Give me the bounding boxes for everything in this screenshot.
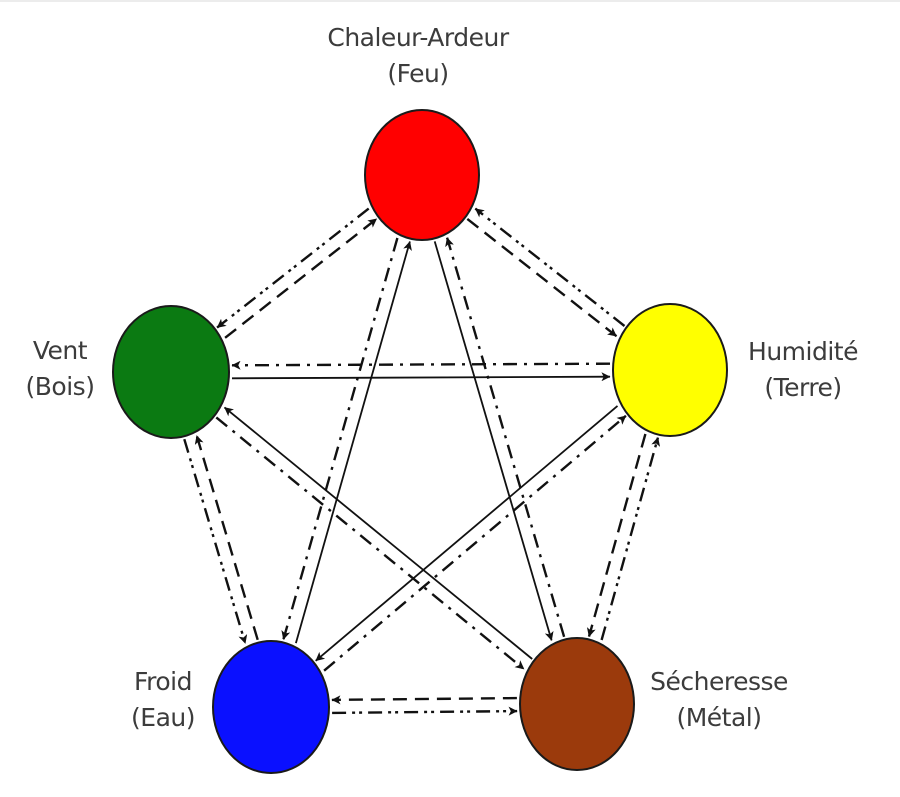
- edge-terre-to-bois: [231, 360, 611, 370]
- edge-bois-to-feu: [224, 217, 378, 339]
- edge-feu-to-bois: [216, 207, 370, 329]
- edge-terre-to-metal: [586, 433, 647, 638]
- node-element-feu: (Feu): [387, 59, 449, 88]
- edge-bois-to-terre: [231, 372, 611, 382]
- node-name-terre: Humidité: [748, 337, 858, 366]
- node-label-feu: Chaleur-Ardeur (Feu): [327, 20, 509, 92]
- edge-metal-to-terre: [600, 436, 661, 641]
- node-name-metal: Sécheresse: [650, 667, 788, 696]
- edge-metal-to-eau: [331, 695, 517, 705]
- top-border: [0, 0, 900, 2]
- edge-terre-to-eau: [315, 405, 619, 662]
- node-name-feu: Chaleur-Ardeur: [327, 23, 509, 52]
- node-label-bois: Vent (Bois): [26, 333, 95, 405]
- node-element-metal: (Métal): [676, 703, 762, 732]
- edge-bois-to-metal: [215, 416, 525, 671]
- edge-eau-to-feu: [295, 241, 412, 644]
- node-circle-eau: [212, 640, 330, 774]
- edge-eau-to-terre: [323, 414, 627, 672]
- node-label-eau: Froid (Eau): [131, 664, 195, 736]
- node-label-metal: Sécheresse (Métal): [650, 664, 788, 736]
- node-circle-terre: [612, 303, 728, 437]
- node-element-bois: (Bois): [25, 372, 95, 401]
- edge-bois-to-eau: [183, 438, 248, 644]
- edge-metal-to-bois: [223, 406, 533, 660]
- nodes-layer: [112, 109, 728, 774]
- edge-eau-to-bois: [194, 435, 259, 641]
- node-name-bois: Vent: [32, 336, 88, 365]
- node-label-terre: Humidité (Terre): [748, 334, 858, 406]
- node-circle-metal: [519, 637, 635, 771]
- edge-eau-to-metal: [332, 706, 518, 716]
- node-circle-bois: [112, 305, 230, 439]
- edge-feu-to-eau: [281, 237, 399, 640]
- edges-layer: [183, 207, 661, 716]
- node-element-eau: (Eau): [131, 703, 195, 732]
- node-circle-feu: [364, 109, 480, 241]
- edge-metal-to-feu: [445, 237, 566, 638]
- edge-feu-to-metal: [433, 241, 554, 641]
- node-element-terre: (Terre): [764, 373, 842, 402]
- edge-feu-to-terre: [466, 217, 618, 338]
- node-name-eau: Froid: [134, 667, 192, 696]
- edge-terre-to-feu: [474, 207, 626, 327]
